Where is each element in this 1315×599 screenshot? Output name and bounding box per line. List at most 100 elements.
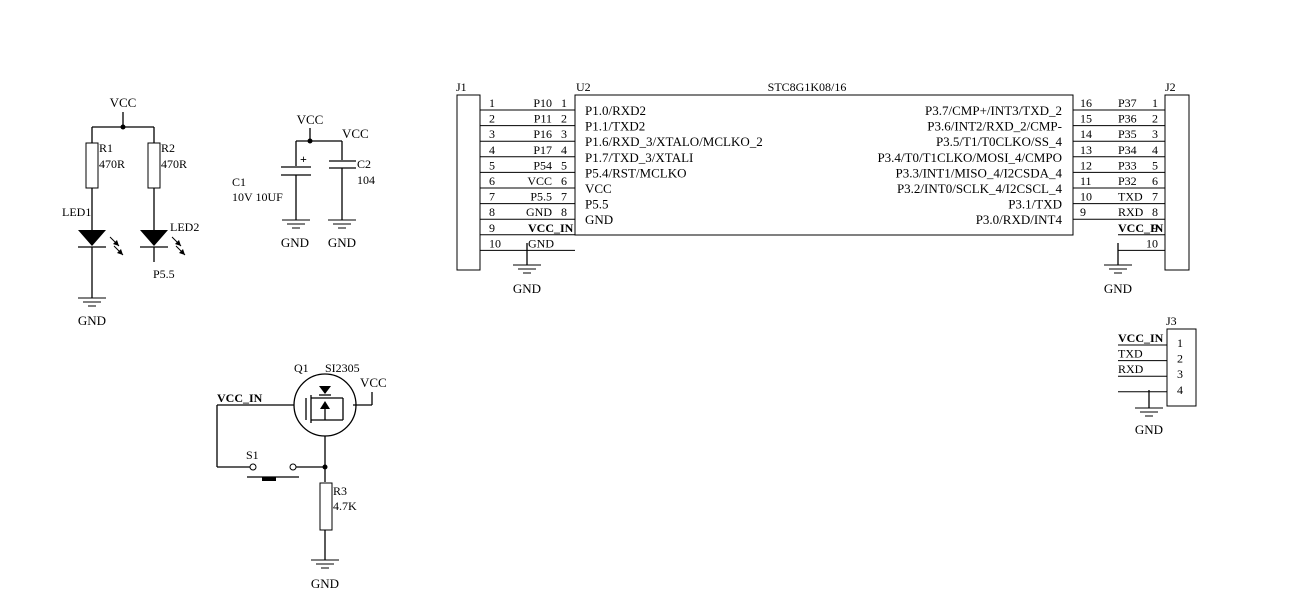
u2-right-pin-number: 13 — [1080, 143, 1092, 157]
u2-left-pin-number: 8 — [561, 205, 567, 219]
gnd-label: GND — [281, 235, 309, 250]
u2-right-pin-number: 14 — [1080, 127, 1092, 141]
j3-pin-net: RXD — [1118, 362, 1144, 376]
u2-left-pin-name: VCC — [585, 181, 612, 196]
j1-pin-number: 5 — [489, 158, 495, 172]
resistor-r1 — [85, 142, 99, 189]
j2-pin-number: 1 — [1152, 96, 1158, 110]
ground-icon — [77, 297, 107, 307]
u2-body — [574, 94, 1074, 236]
r3-ref: R3 — [333, 484, 347, 498]
j2-pin-number: 5 — [1152, 158, 1158, 172]
j2-pin-number: 7 — [1152, 190, 1158, 204]
vcc-label: VCC — [110, 95, 137, 110]
u2-left-pin-number: 5 — [561, 158, 567, 172]
capacitor-c2-icon — [329, 160, 356, 169]
r2-ref: R2 — [161, 141, 175, 155]
j1-pin-net: P54 — [533, 158, 552, 172]
gnd-label: GND — [311, 576, 339, 591]
j1-pin-net: P10 — [533, 96, 552, 110]
j1-pin-net: GND — [528, 236, 554, 250]
j2-pin-net: RXD — [1118, 205, 1144, 219]
j2-pin-number: 2 — [1152, 112, 1158, 126]
j1-pin-number: 6 — [489, 174, 495, 188]
vcc-label-c2: VCC — [342, 126, 369, 141]
u2-right-pin-name: P3.2/INT0/SCLK_4/I2CSCL_4 — [897, 181, 1063, 196]
j3-ref: J3 — [1166, 314, 1177, 328]
u2-left-pin-number: 6 — [561, 174, 567, 188]
j2-body — [1164, 94, 1190, 271]
pushbutton-s1-icon — [247, 463, 299, 481]
j1-pin-net: P16 — [533, 127, 552, 141]
u2-right-pin-number: 9 — [1080, 205, 1086, 219]
led2-net-label: P5.5 — [153, 267, 175, 281]
j3-pin-number: 3 — [1177, 367, 1183, 381]
u2-left-pin-number: 4 — [561, 143, 567, 157]
u2-right-pin-name: P3.0/RXD/INT4 — [976, 212, 1063, 227]
u2-left-pin-number: 3 — [561, 127, 567, 141]
j1-pin-number: 4 — [489, 143, 495, 157]
junction-dot — [307, 138, 313, 144]
capacitor-section: VCC VCC + C1 10V 10UF GND C2 104 GND — [232, 112, 375, 250]
j2-pin-net: P33 — [1118, 158, 1137, 172]
u2-left-pin-number: 2 — [561, 112, 567, 126]
j1-pin-net: GND — [526, 205, 552, 219]
resistor-r3 — [319, 482, 333, 531]
j1-body — [456, 94, 481, 271]
ground-icon — [281, 219, 311, 229]
j2-pin-net: P35 — [1118, 127, 1137, 141]
u2-right-pin-number: 15 — [1080, 112, 1092, 126]
u2-right-pin-number: 16 — [1080, 96, 1092, 110]
u2-left-pin-name: P1.0/RXD2 — [585, 103, 646, 118]
j2-pin-number: 8 — [1152, 205, 1158, 219]
j1-pin-net: VCC_IN — [528, 221, 574, 235]
j3-pin-number: 1 — [1177, 336, 1183, 350]
j1-pin-number: 8 — [489, 205, 495, 219]
r1-ref: R1 — [99, 141, 113, 155]
u2-left-pin-name: P1.1/TXD2 — [585, 119, 645, 134]
gnd-label: GND — [1135, 422, 1163, 437]
ground-icon — [310, 559, 340, 569]
u2-right-pin-name: P3.5/T1/T0CLKO/SS_4 — [936, 134, 1063, 149]
ground-icon — [1134, 407, 1164, 417]
j2-pin-net: VCC_IN — [1118, 221, 1164, 235]
j1-pin-number: 10 — [489, 236, 501, 250]
u2-right-pin-number: 12 — [1080, 158, 1092, 172]
q1-ref: Q1 — [294, 361, 309, 375]
j2-ref: J2 — [1165, 80, 1176, 94]
u2-left-pin-name: P1.7/TXD_3/XTALI — [585, 150, 693, 165]
j2-pin-number: 4 — [1152, 143, 1158, 157]
j1-pin-net: P11 — [534, 112, 552, 126]
j1-pin-number: 9 — [489, 221, 495, 235]
r1-value: 470R — [99, 157, 125, 171]
j2-pin-net: P36 — [1118, 112, 1137, 126]
gnd-label: GND — [1104, 281, 1132, 296]
j2-pin-number: 6 — [1152, 174, 1158, 188]
q1-part: SI2305 — [325, 361, 360, 375]
mcu-u2: U2 STC8G1K08/16 P1.0/RXD2P1.1/TXD2P1.6/R… — [574, 80, 1074, 236]
j2-pin-number: 10 — [1146, 236, 1158, 250]
j3-pin-net: VCC_IN — [1118, 331, 1164, 345]
c1-ref: C1 — [232, 175, 246, 189]
j2-pin-net: P34 — [1118, 143, 1137, 157]
j1-pin-net: P5.5 — [530, 190, 552, 204]
j1-pin-net: VCC — [527, 174, 552, 188]
gnd-label: GND — [513, 281, 541, 296]
vcc-label: VCC — [297, 112, 324, 127]
ground-icon — [1103, 264, 1133, 274]
led-section: VCC R1 470R R2 470R LED1 — [62, 95, 199, 328]
ground-icon — [512, 264, 542, 274]
u2-left-pin-number: 7 — [561, 190, 567, 204]
j2-pin-net: P32 — [1118, 174, 1137, 188]
u2-left-pin-name: P5.5 — [585, 197, 608, 212]
power-switch-section: Q1 SI2305 VCC_IN VCC S1 — [216, 361, 387, 591]
j1-pin-number: 1 — [489, 96, 495, 110]
u2-ref: U2 — [576, 80, 591, 94]
resistor-r2 — [147, 142, 161, 189]
u2-right-pin-name: P3.6/INT2/RXD_2/CMP- — [927, 119, 1062, 134]
vcc-label: VCC — [360, 375, 387, 390]
